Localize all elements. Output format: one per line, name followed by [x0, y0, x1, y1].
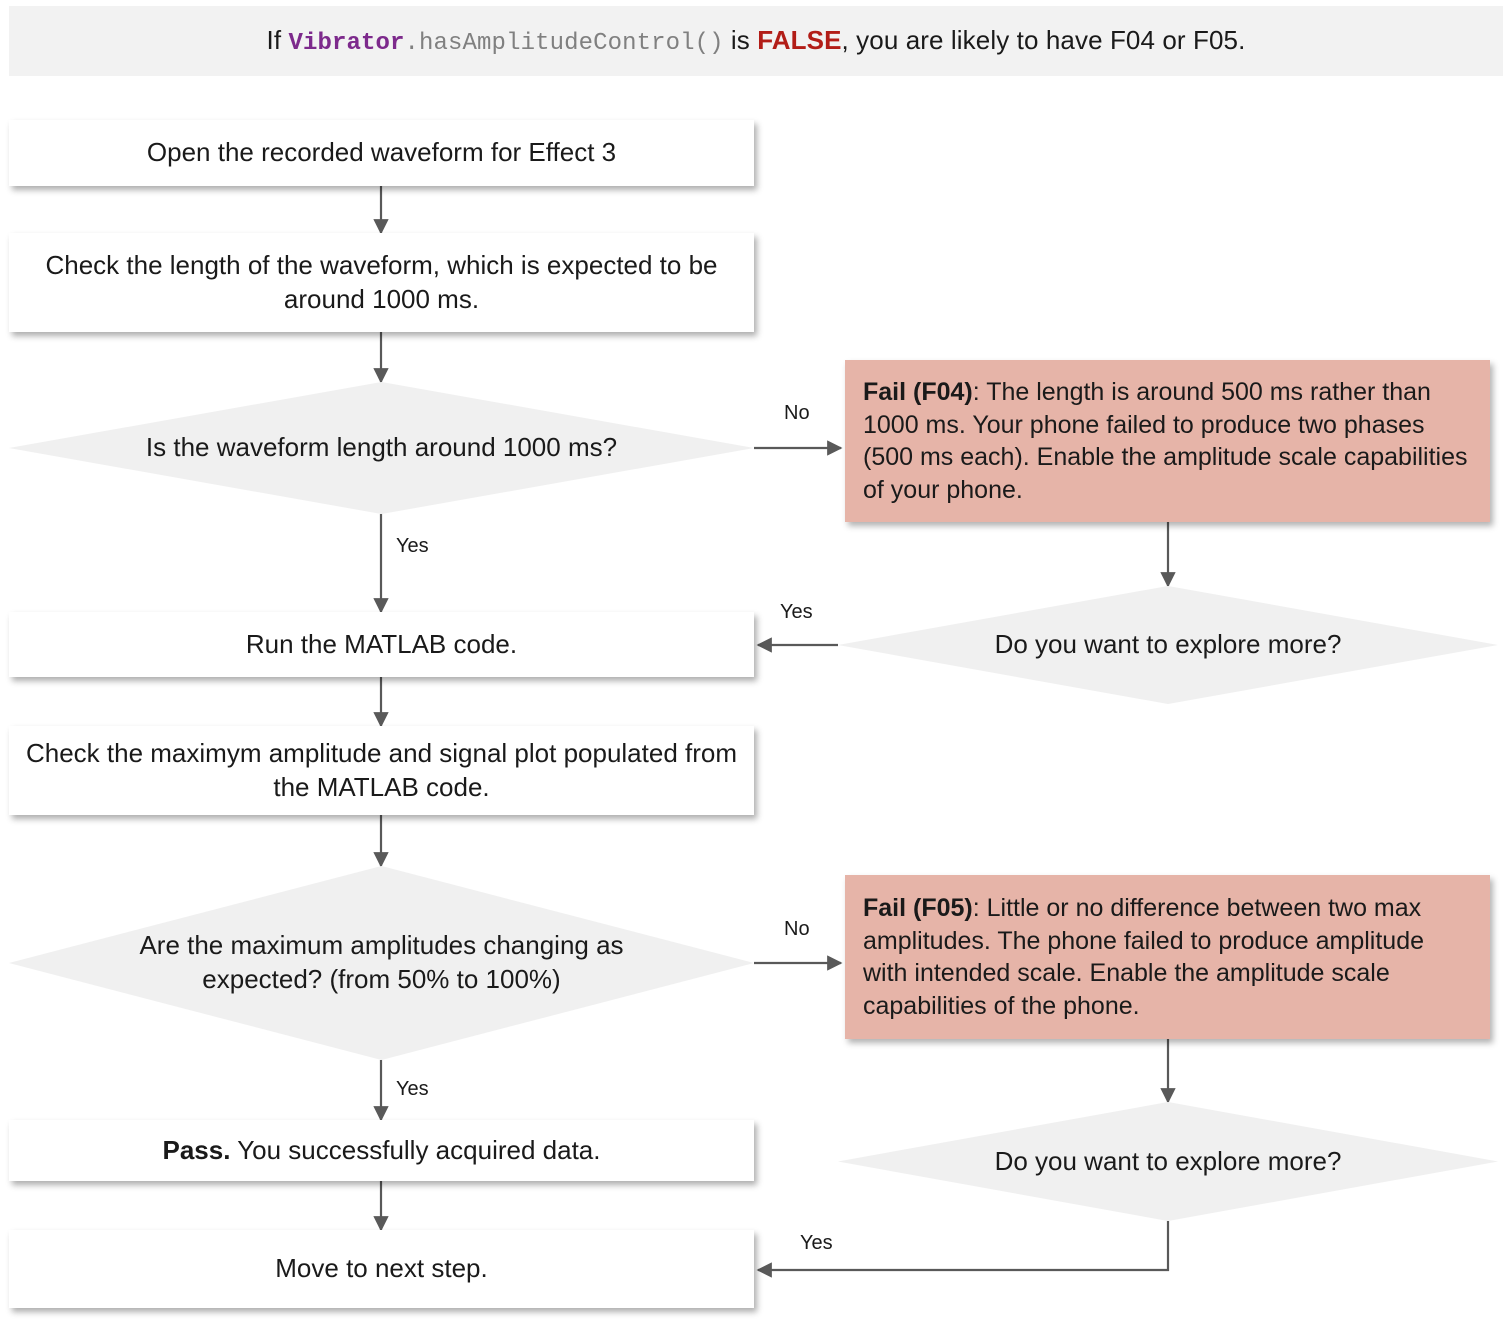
node-check-length-label: Check the length of the waveform, which … [45, 250, 718, 314]
edge-label-length-no: No [784, 402, 810, 424]
decision-explore-more-bottom-label: Do you want to explore more? [994, 1145, 1342, 1176]
decision-waveform-length-label: Is the waveform length around 1000 ms? [145, 432, 618, 463]
node-check-length[interactable]: Check the length of the waveform, which … [9, 233, 754, 332]
decision-amplitudes-changing-label: Are the maximum amplitudes changing as e… [139, 930, 624, 994]
node-run-matlab[interactable]: Run the MATLAB code. [9, 612, 754, 677]
header-middle: is [723, 25, 758, 55]
node-open-waveform-label: Open the recorded waveform for Effect 3 [146, 137, 617, 168]
node-open-waveform[interactable]: Open the recorded waveform for Effect 3 [9, 120, 754, 186]
node-pass-body: You successfully acquired data. [230, 1134, 601, 1165]
node-move-next-step-label: Move to next step. [275, 1253, 488, 1284]
node-check-amplitude-label: Check the maximym amplitude and signal p… [25, 738, 738, 802]
node-fail-f05-label: Fail (F05) [863, 894, 973, 922]
header-method-name: .hasAmplitudeControl() [404, 30, 724, 57]
decision-waveform-length[interactable]: Is the waveform length around 1000 ms? [9, 382, 754, 514]
header-suffix: , you are likely to have F04 or F05. [841, 25, 1246, 55]
node-fail-f04-body: : The length is around 500 ms rather tha… [863, 378, 1468, 504]
edge-label-amplitude-no: No [784, 918, 810, 940]
decision-explore-more-top[interactable]: Do you want to explore more? [838, 586, 1498, 704]
node-fail-f05[interactable]: Fail (F05): Little or no difference betw… [845, 875, 1490, 1039]
node-fail-f05-text: Fail (F05): Little or no difference betw… [863, 892, 1472, 1022]
edge-label-explore-bottom-yes: Yes [800, 1232, 833, 1254]
header-prefix: If [266, 25, 289, 55]
decision-amplitudes-changing[interactable]: Are the maximum amplitudes changing as e… [9, 866, 754, 1060]
node-pass[interactable]: Pass. You successfully acquired data. [9, 1120, 754, 1181]
node-pass-text: Pass. You successfully acquired data. [163, 1134, 601, 1167]
header-banner: If Vibrator.hasAmplitudeControl() is FAL… [9, 6, 1503, 76]
node-fail-f04-label: Fail (F04) [863, 378, 973, 406]
decision-explore-more-top-label: Do you want to explore more? [994, 629, 1342, 660]
node-run-matlab-label: Run the MATLAB code. [245, 628, 518, 659]
header-class-name: Vibrator [288, 30, 405, 57]
node-fail-f05-body: : Little or no difference between two ma… [863, 894, 1425, 1020]
header-statement: If Vibrator.hasAmplitudeControl() is FAL… [267, 25, 1246, 57]
node-pass-label: Pass. [162, 1134, 231, 1165]
node-fail-f04[interactable]: Fail (F04): The length is around 500 ms … [845, 360, 1490, 522]
node-check-amplitude[interactable]: Check the maximym amplitude and signal p… [9, 726, 754, 815]
header-false-keyword: FALSE [757, 25, 842, 55]
edge-label-explore-top-yes: Yes [780, 601, 813, 623]
node-fail-f04-text: Fail (F04): The length is around 500 ms … [863, 376, 1472, 506]
edge-label-amplitude-yes: Yes [396, 1078, 429, 1100]
decision-explore-more-bottom[interactable]: Do you want to explore more? [838, 1102, 1498, 1221]
node-move-next-step[interactable]: Move to next step. [9, 1230, 754, 1308]
edge-label-length-yes: Yes [396, 535, 429, 557]
